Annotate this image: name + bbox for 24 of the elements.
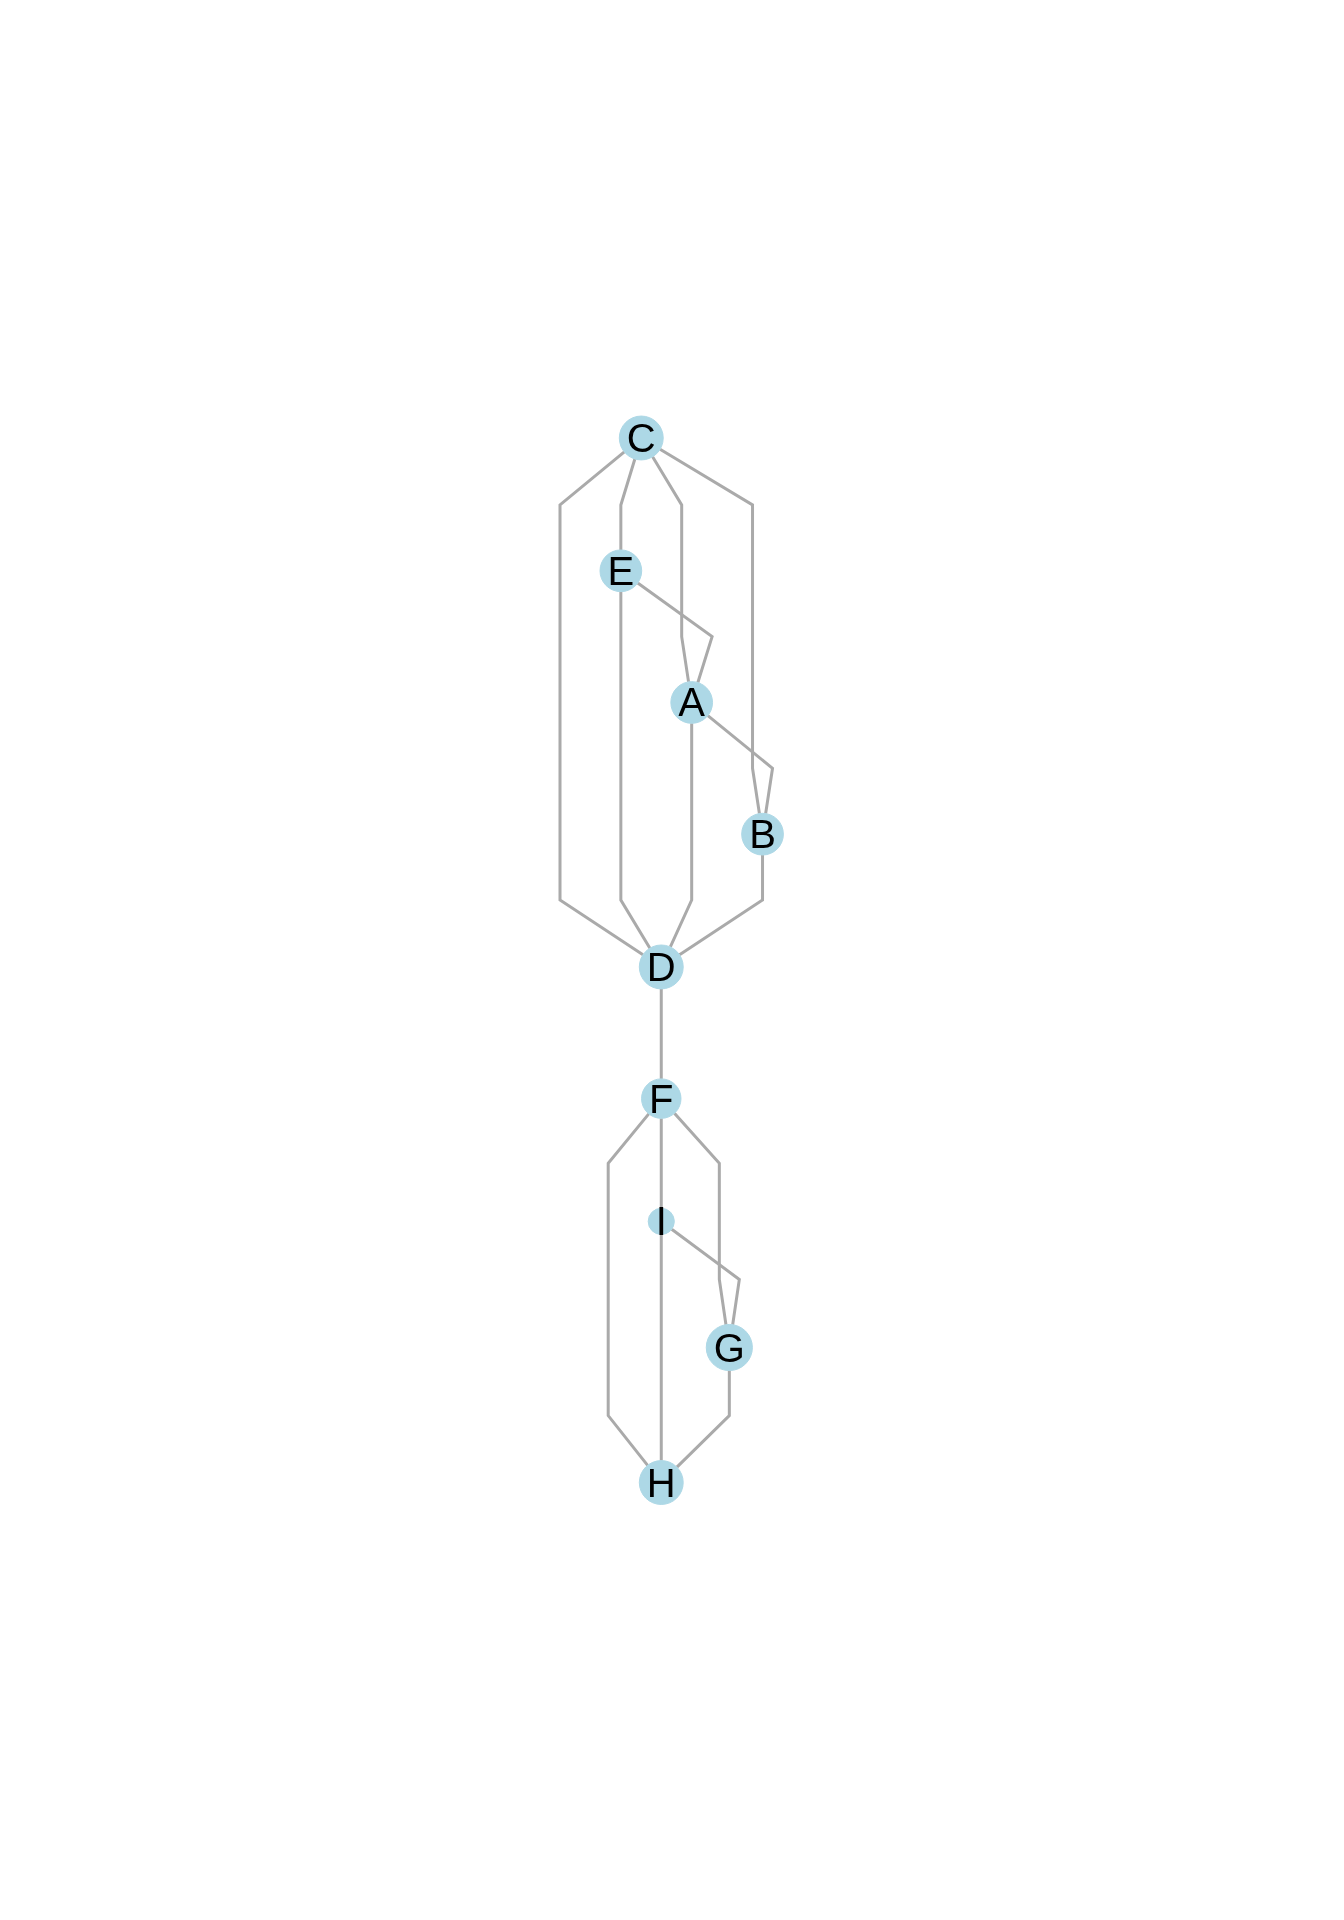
node-circle: G <box>706 1323 754 1371</box>
connector <box>659 447 762 814</box>
connector <box>651 455 691 682</box>
connector <box>676 1370 732 1468</box>
node-circle: D <box>639 944 684 990</box>
connector <box>619 591 652 949</box>
connector <box>637 581 715 683</box>
node-circle: E <box>599 549 643 592</box>
connector <box>707 714 775 814</box>
connector <box>660 1234 664 1461</box>
connector <box>619 458 637 550</box>
connector <box>673 1112 728 1325</box>
node-circle: H <box>639 1459 684 1505</box>
node-circle: I <box>648 1207 676 1235</box>
connector <box>660 1118 664 1209</box>
connector <box>669 723 694 948</box>
connector <box>607 1112 651 1466</box>
node-circle: B <box>741 812 785 856</box>
connector <box>671 1227 742 1325</box>
node-circle: C <box>619 415 664 461</box>
connector <box>679 854 765 956</box>
connector <box>660 988 664 1079</box>
node-circle: F <box>641 1078 682 1119</box>
node-circle: A <box>670 680 714 724</box>
